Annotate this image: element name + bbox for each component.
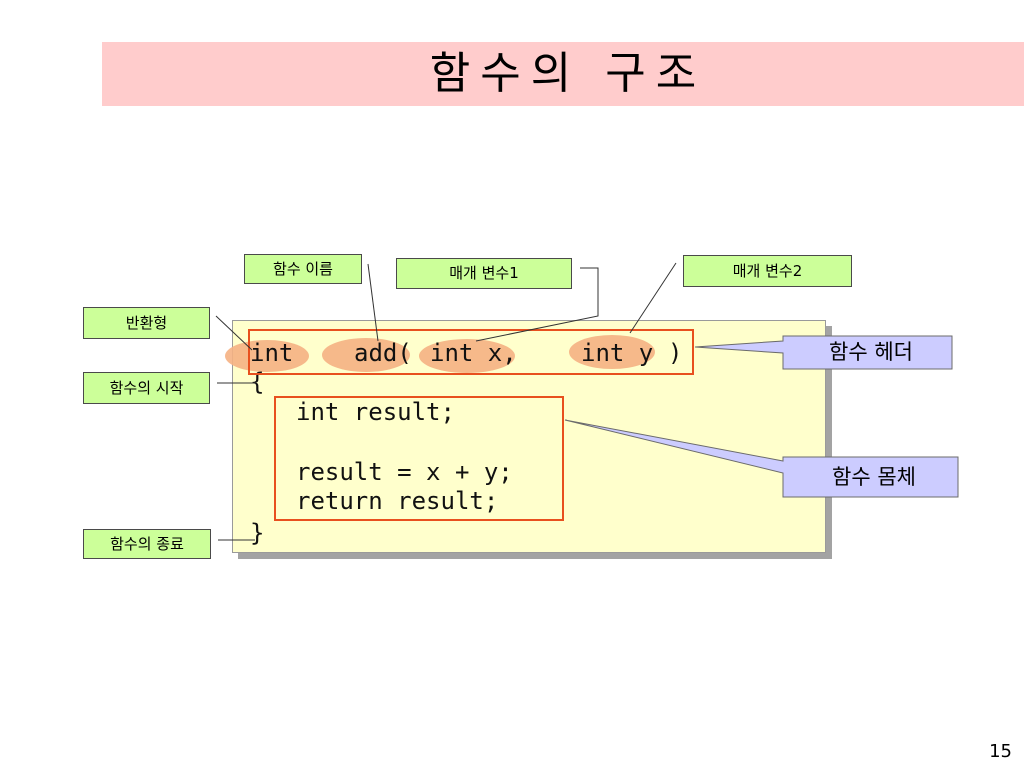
label-return-type: 반환형 [83, 307, 210, 339]
page-number: 15 [989, 741, 1012, 762]
label-function-start: 함수의 시작 [83, 372, 210, 404]
code-open-brace: { [250, 368, 265, 396]
code-close-brace: } [250, 519, 265, 547]
callout-function-body: 함수 몸체 [832, 464, 916, 489]
code-parameter-1: int x, [430, 339, 517, 367]
callout-function-header: 함수 헤더 [829, 340, 913, 364]
code-box [232, 320, 826, 553]
label-function-name: 함수 이름 [244, 254, 362, 284]
code-body-line: result = x + y; [296, 458, 513, 486]
slide-title: 함수의 구조 [429, 48, 707, 99]
label-function-end: 함수의 종료 [83, 529, 211, 559]
code-close-paren: ) [668, 339, 683, 367]
code-body-line: return result; [296, 487, 499, 515]
title-bar: 함수의 구조 [102, 42, 1024, 106]
code-return-type: int [250, 339, 294, 367]
code-body-line: int result; [296, 398, 455, 426]
code-parameter-2: int y [581, 339, 654, 367]
label-parameter-1: 매개 변수1 [396, 258, 572, 289]
label-parameter-2: 매개 변수2 [683, 255, 852, 287]
code-function-name: add( [354, 339, 412, 367]
